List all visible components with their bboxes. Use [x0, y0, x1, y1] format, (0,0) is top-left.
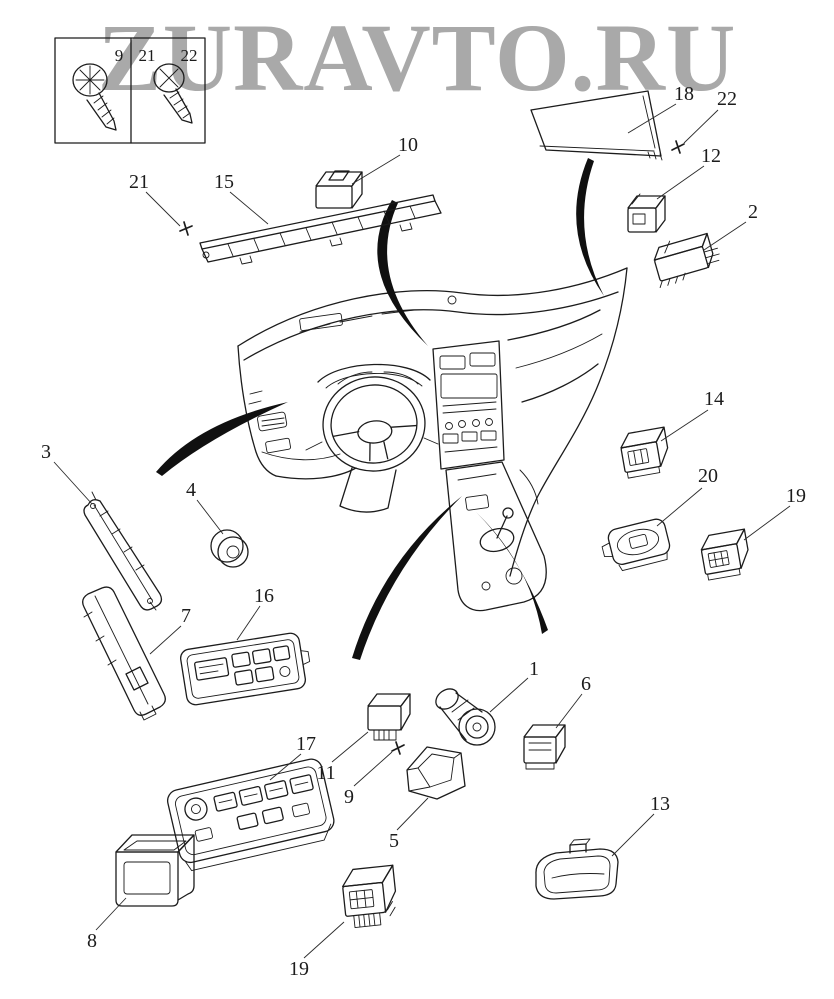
part-16-control-panel	[180, 632, 311, 706]
callout-15: 15	[214, 171, 234, 193]
leader-line	[196, 499, 224, 535]
callout-5: 5	[389, 830, 399, 852]
leader-line	[145, 191, 181, 227]
callout-3: 3	[41, 441, 51, 463]
leader-line	[303, 921, 345, 959]
part-6-switch	[523, 724, 566, 770]
leader-lines	[53, 103, 791, 959]
part-19-rocker-switch-right	[700, 528, 749, 581]
callout-18: 18	[674, 83, 694, 105]
leader-line	[489, 677, 529, 713]
callout-13: 13	[650, 793, 670, 815]
callout-7: 7	[181, 605, 191, 627]
leader-line	[660, 409, 709, 442]
screw-marker-9	[391, 741, 405, 755]
leader-line	[611, 813, 655, 857]
emphasis-strokes	[156, 158, 604, 660]
steering-wheel	[322, 376, 426, 472]
leader-line	[269, 753, 302, 781]
leader-line	[703, 221, 747, 251]
screw-21-22-drawing	[153, 63, 193, 124]
callout-1: 1	[529, 658, 539, 680]
part-17-window-switch-panel	[166, 758, 335, 872]
callout-17: 17	[296, 733, 316, 755]
callout-20: 20	[698, 465, 718, 487]
callout-21-top: 21	[129, 171, 149, 193]
leader-line	[743, 505, 791, 541]
screw-9-drawing	[72, 63, 117, 131]
leader-line	[627, 103, 677, 134]
callout-2: 2	[748, 201, 758, 223]
leader-line	[683, 109, 719, 144]
leader-line	[236, 605, 261, 641]
leader-line	[656, 487, 703, 527]
part-19-rocker-switch-bottom	[342, 864, 397, 928]
part-14-rocker-switch	[620, 426, 669, 479]
leader-line	[229, 191, 269, 225]
callout-16: 16	[254, 585, 274, 607]
leader-line	[656, 165, 705, 200]
screw-inset-box: 9 21 22	[54, 37, 206, 144]
callout-6: 6	[581, 673, 591, 695]
leader-line	[331, 731, 369, 763]
callout-9: 9	[344, 786, 354, 808]
part-3-trim-strip	[83, 491, 163, 611]
screw-marker-22	[671, 140, 685, 154]
callout-4: 4	[186, 479, 196, 501]
part-11-switch	[367, 693, 411, 741]
part-18-trim-panel	[530, 90, 663, 161]
inset-label-9: 9	[115, 46, 124, 65]
screw-marker-21	[179, 221, 193, 236]
part-13-lamp	[535, 838, 619, 900]
callout-14: 14	[704, 388, 724, 410]
inset-label-21: 21	[139, 46, 156, 65]
callout-labels: 21 15 10 18 22 12 2 14 20 19 3 4 7 16 17…	[41, 83, 806, 980]
part-15-defroster-strip	[199, 194, 442, 265]
leader-line	[396, 797, 429, 831]
screw-markers	[179, 140, 685, 755]
callout-19-right: 19	[786, 485, 806, 507]
inset-label-22: 22	[181, 46, 198, 65]
callout-10: 10	[398, 134, 418, 156]
leader-line	[149, 625, 182, 655]
leader-line	[95, 897, 127, 931]
callout-11: 11	[316, 762, 335, 784]
part-20-vent-bezel	[601, 518, 671, 572]
part-2-switch	[653, 232, 720, 289]
leader-line	[555, 693, 583, 729]
parts	[82, 90, 749, 928]
part-7-trim-panel	[82, 586, 166, 721]
part-5-holder-bracket	[406, 746, 466, 800]
callout-22: 22	[717, 88, 737, 110]
part-10-switch	[315, 170, 363, 209]
callout-19-bottom: 19	[289, 958, 309, 980]
part-12-bracket	[627, 193, 666, 233]
leader-line	[53, 461, 93, 505]
callout-12: 12	[701, 145, 721, 167]
part-1-barrel-switch	[435, 688, 496, 746]
part-8-storage-bin	[115, 834, 195, 907]
dashboard-illustration	[237, 267, 628, 612]
leader-line	[351, 154, 401, 185]
part-4-round-switch	[210, 529, 249, 568]
site-watermark: ZURAVTO.RU	[97, 4, 737, 111]
callout-8: 8	[87, 930, 97, 952]
leader-line	[353, 751, 393, 787]
